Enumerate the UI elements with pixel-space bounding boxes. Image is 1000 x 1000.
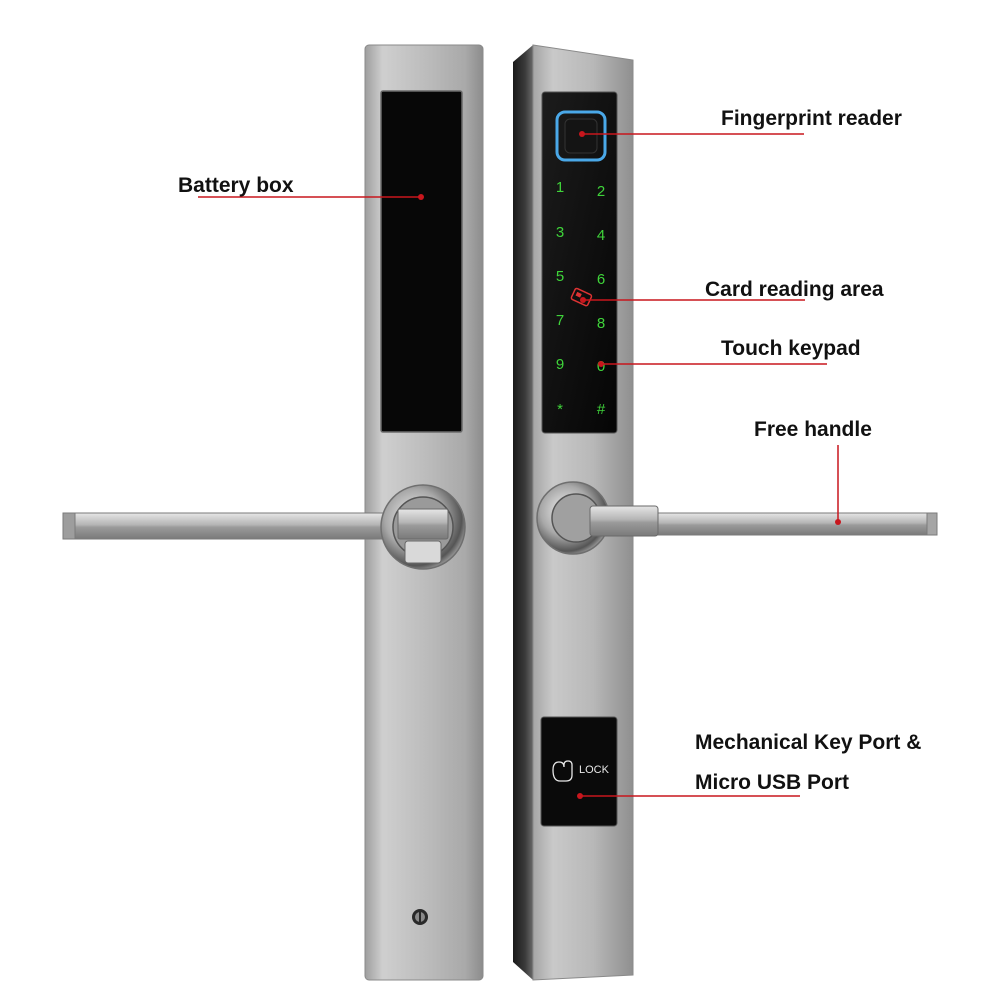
keypad-key[interactable]: 1 bbox=[556, 179, 564, 196]
free-handle-label: Free handle bbox=[754, 418, 872, 441]
fingerprint-reader-label: Fingerprint reader bbox=[721, 107, 902, 130]
touch-keypad-label: Touch keypad bbox=[721, 337, 861, 360]
card-reading-area-label: Card reading area bbox=[705, 278, 884, 301]
keypad-key[interactable]: # bbox=[597, 401, 606, 418]
keypad-key[interactable]: 4 bbox=[597, 227, 605, 244]
mechanical-key-cover[interactable]: LOCK bbox=[540, 716, 618, 827]
hand-touch-icon bbox=[552, 760, 573, 782]
rfid-card-icon bbox=[570, 287, 593, 307]
free-handle[interactable] bbox=[536, 481, 938, 555]
lock-text: LOCK bbox=[579, 764, 610, 776]
keypad-key[interactable]: 9 bbox=[556, 356, 564, 373]
keypad-panel bbox=[541, 91, 618, 434]
leader-lines bbox=[198, 131, 841, 799]
battery-box-label: Battery box bbox=[178, 174, 294, 197]
keypad-key[interactable]: * bbox=[557, 401, 563, 418]
mechanical-key-port-label: Mechanical Key Port & bbox=[695, 731, 922, 754]
keypad-key[interactable]: 6 bbox=[597, 271, 605, 288]
battery-box-cover[interactable] bbox=[380, 90, 463, 433]
keypad-key[interactable]: 2 bbox=[597, 183, 605, 200]
inside-handle[interactable] bbox=[62, 484, 466, 570]
micro-usb-port-label: Micro USB Port bbox=[695, 771, 850, 794]
keypad-key[interactable]: 7 bbox=[556, 312, 564, 329]
keypad-key[interactable]: 3 bbox=[556, 224, 564, 241]
screw-icon bbox=[412, 909, 428, 925]
keypad-key[interactable]: 5 bbox=[556, 268, 564, 285]
keypad-key[interactable]: 8 bbox=[597, 315, 605, 332]
